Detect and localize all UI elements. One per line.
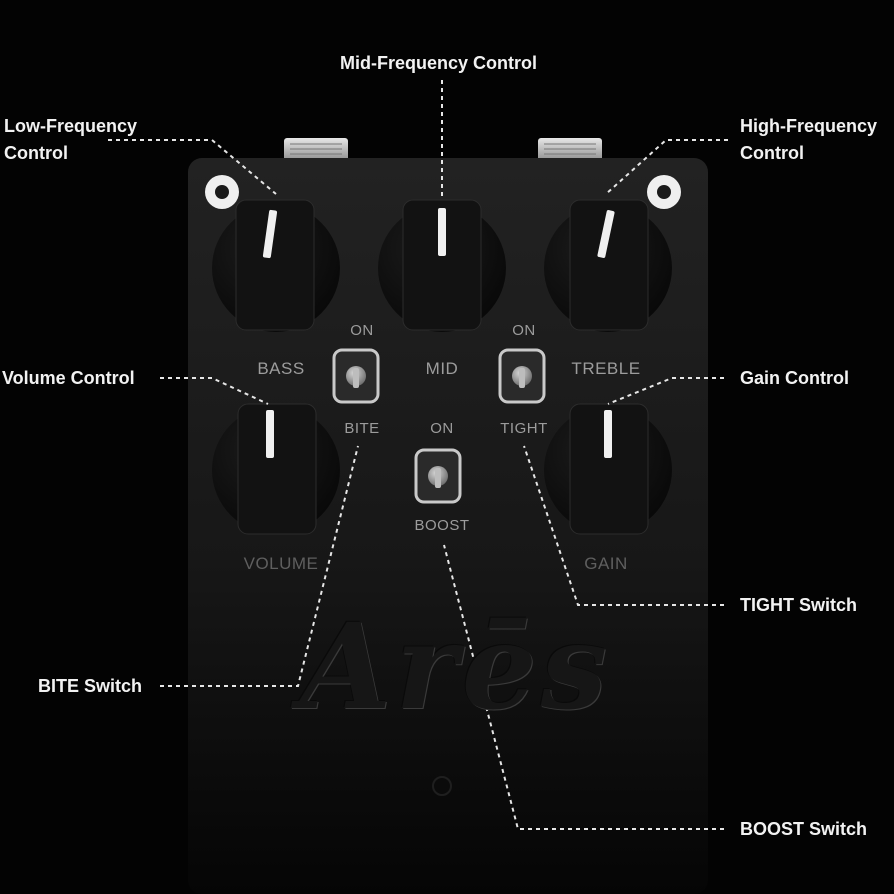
tight-callout: TIGHT Switch (740, 595, 857, 615)
gain-callout: Gain Control (740, 368, 849, 388)
volume-leader-line (160, 377, 269, 405)
tight-label: TIGHT (500, 420, 548, 437)
low-frequency-callout-line1: Low-Frequency (4, 116, 138, 136)
mid-frequency-callout: Mid-Frequency Control (340, 53, 537, 73)
gain-label: GAIN (584, 554, 628, 573)
tight-on-label: ON (512, 322, 536, 339)
high-frequency-callout-line1: High-Frequency (740, 116, 878, 136)
bite-label: BITE (344, 420, 380, 437)
volume-label: VOLUME (243, 554, 319, 573)
pedal-enclosure (188, 158, 708, 894)
gain-leader-line (607, 377, 724, 405)
low-frequency-leader-line (108, 139, 277, 195)
bass-knob[interactable] (212, 199, 340, 332)
bite-callout: BITE Switch (38, 676, 143, 696)
gain-knob[interactable] (544, 403, 672, 535)
low-frequency-callout: Low-Frequency Control (4, 113, 137, 167)
input-jack (284, 138, 348, 162)
treble-label: TREBLE (571, 359, 641, 378)
boost-leader-line (443, 544, 724, 830)
output-jack (538, 138, 602, 162)
bite-leader-line (160, 445, 359, 687)
mid-knob[interactable] (378, 199, 506, 332)
tight-leader-line (523, 445, 724, 606)
low-frequency-callout-line2: Control (4, 143, 68, 163)
high-frequency-callout-line2: Control (740, 143, 804, 163)
treble-knob[interactable] (544, 199, 672, 332)
boost-on-label: ON (430, 420, 454, 437)
boost-label: BOOST (414, 517, 470, 534)
tight-toggle-switch[interactable] (498, 348, 546, 404)
screw-icon (647, 175, 681, 209)
screw-icon (205, 175, 239, 209)
bass-label: BASS (257, 359, 305, 378)
high-frequency-callout: High-Frequency Control (740, 113, 877, 167)
bite-on-label: ON (350, 322, 374, 339)
bite-toggle-switch[interactable] (332, 348, 380, 404)
brand-logo: Arēs (300, 597, 612, 736)
boost-callout: BOOST Switch (740, 819, 868, 839)
mid-label: MID (425, 359, 459, 378)
volume-callout: Volume Control (2, 368, 135, 388)
boost-toggle-switch[interactable] (414, 448, 462, 504)
status-led (432, 776, 452, 796)
volume-knob[interactable] (212, 403, 340, 535)
high-frequency-leader-line (605, 139, 728, 195)
